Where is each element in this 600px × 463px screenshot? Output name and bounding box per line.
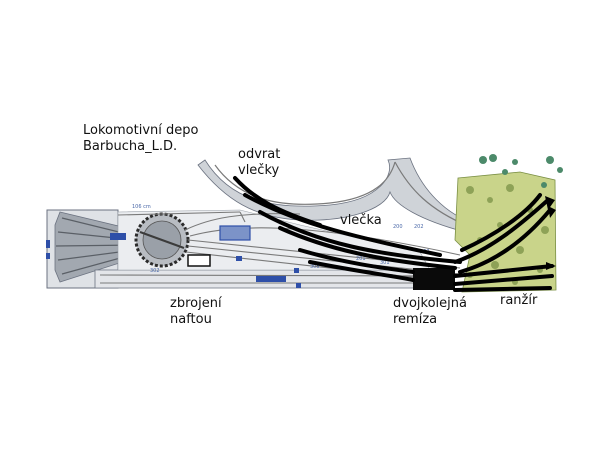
label-ranzir: ranžír <box>500 293 538 308</box>
odvrat-line-2: vlečky <box>238 163 280 178</box>
stroke-main-2 <box>278 226 457 270</box>
label-odvrat-vlecky: odvrat vlečky <box>238 147 280 179</box>
blue-building-top <box>219 225 251 241</box>
arrowhead-ranzir <box>546 262 556 270</box>
hand-drawn-arrows <box>233 176 554 292</box>
track-number-201: 201 <box>356 256 366 262</box>
arrowhead-mid <box>548 206 556 218</box>
stroke-upper-right <box>453 198 550 264</box>
arrowheads <box>545 196 556 270</box>
title-line-2: Barbucha_L.D. <box>83 139 178 154</box>
stroke-vlecka <box>243 193 442 257</box>
stroke-main-1 <box>258 210 462 264</box>
label-zbrojeni-naftou: zbrojení naftou <box>170 296 222 328</box>
vegetation-hill <box>454 171 557 293</box>
track-number-200: 200 <box>393 224 403 230</box>
odvrat-line-1: odvrat <box>238 147 281 162</box>
stroke-lower-1 <box>298 248 415 274</box>
turntable-bridge <box>139 231 185 249</box>
stroke-upper-right-3 <box>460 193 542 252</box>
stroke-upper-right-2 <box>458 208 552 274</box>
stroke-ranzir-3 <box>453 286 552 292</box>
track-number-301: 301 <box>380 260 390 266</box>
blue-building-left <box>110 233 126 240</box>
service-box <box>187 254 211 267</box>
blue-marker-left-2 <box>46 253 50 259</box>
track-number-305: 305 <box>310 264 320 270</box>
blue-marker-right <box>294 268 299 273</box>
depot-building <box>413 268 455 290</box>
diagram-title: Lokomotivní depo Barbucha_L.D. <box>83 123 198 155</box>
blue-marker-bottom <box>296 283 301 288</box>
dimension-mark: 106 cm <box>132 204 151 210</box>
dvojkolejna-line-1: dvojkolejná <box>393 296 467 311</box>
track-number-202: 202 <box>414 224 424 230</box>
blue-marker-mid <box>236 256 242 261</box>
blue-fuel-station <box>256 276 286 282</box>
dvojkolejna-line-2: remíza <box>393 312 438 327</box>
upper-loop-track <box>214 161 396 205</box>
stroke-ranzir-1 <box>453 264 554 278</box>
stroke-lower-2 <box>308 260 415 282</box>
arrowhead-upper <box>545 196 555 210</box>
zbrojeni-line-2: naftou <box>170 312 212 327</box>
label-vlecka: vlečka <box>340 213 382 228</box>
label-dvojkolejna-remiza: dvojkolejná remíza <box>393 296 467 328</box>
title-line-1: Lokomotivní depo <box>83 123 199 138</box>
zbrojeni-line-1: zbrojení <box>170 296 222 311</box>
blue-marker-left <box>46 240 50 248</box>
track-number-302: 302 <box>150 268 160 274</box>
trees <box>479 154 563 188</box>
stroke-ranzir-2 <box>453 274 554 286</box>
